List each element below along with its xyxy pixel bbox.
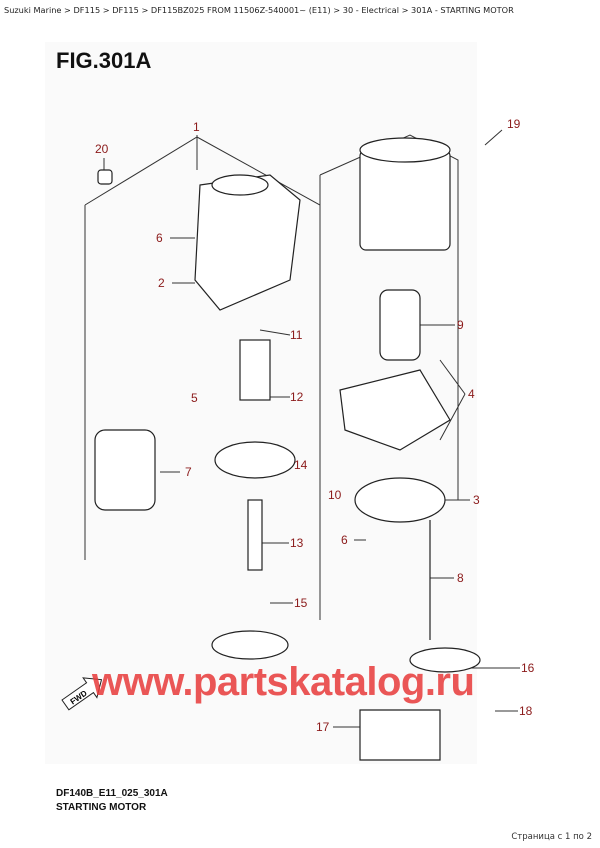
armature	[379, 289, 421, 361]
gear-14	[214, 441, 296, 479]
callout-6b[interactable]: 6	[341, 533, 348, 547]
callout-8[interactable]: 8	[457, 571, 464, 585]
callout-1[interactable]: 1	[193, 120, 200, 134]
shaft-13	[247, 499, 263, 571]
callout-14[interactable]: 14	[294, 458, 308, 472]
callout-11[interactable]: 11	[290, 328, 303, 342]
callout-9[interactable]: 9	[457, 318, 464, 332]
callout-20[interactable]: 20	[95, 142, 109, 156]
callout-5[interactable]: 5	[191, 391, 198, 405]
ring	[211, 630, 289, 660]
callout-3[interactable]: 3	[473, 493, 480, 507]
figure-code: DF140B_E11_025_301A	[56, 788, 168, 799]
bracket-housing	[194, 174, 301, 311]
callout-19[interactable]: 19	[507, 117, 521, 131]
clamp-16	[409, 647, 481, 673]
breadcrumb[interactable]: Suzuki Marine > DF115 > DF115 > DF115BZ0…	[4, 5, 514, 15]
yoke	[359, 149, 451, 251]
callout-16[interactable]: 16	[521, 661, 535, 675]
cover-17	[359, 709, 441, 761]
frame-left	[84, 136, 321, 620]
pager: Страница с 1 по 2	[511, 832, 592, 842]
pinion	[239, 339, 271, 401]
figure-label: FIG.301A	[56, 48, 152, 73]
callout-7[interactable]: 7	[185, 465, 192, 479]
fwd-arrow: FWD	[61, 677, 103, 711]
solenoid	[94, 429, 156, 511]
callout-4[interactable]: 4	[468, 387, 475, 401]
callout-13[interactable]: 13	[290, 536, 304, 550]
end-frame	[354, 477, 446, 523]
callout-12[interactable]: 12	[290, 390, 304, 404]
callout-18[interactable]: 18	[519, 704, 533, 718]
watermark: www.partskatalog.ru	[92, 660, 475, 704]
callout-15[interactable]: 15	[294, 596, 308, 610]
callout-2[interactable]: 2	[158, 276, 165, 290]
callout-10[interactable]: 10	[328, 488, 342, 502]
figure-title: STARTING MOTOR	[56, 802, 147, 813]
brush-holder	[339, 369, 451, 451]
callout-17[interactable]: 17	[316, 720, 330, 734]
callout-6[interactable]: 6	[156, 231, 163, 245]
